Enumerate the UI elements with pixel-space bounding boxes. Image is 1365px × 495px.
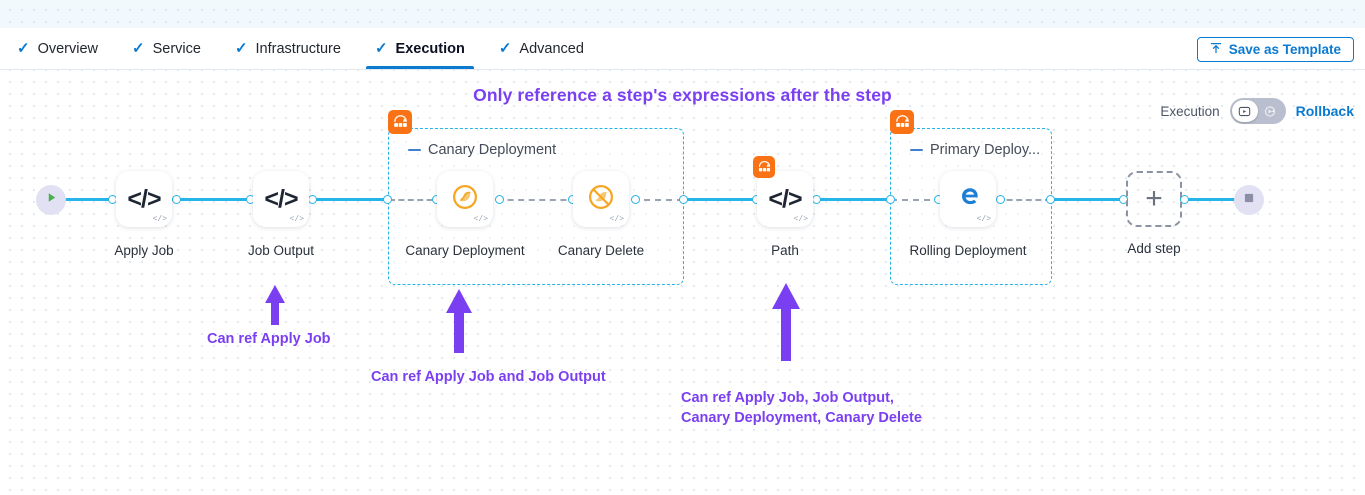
annotation-2: Can ref Apply Job and Job Output — [371, 369, 606, 385]
node-label-rolling-deployment: Rolling Deployment — [909, 243, 1027, 258]
port-rolling-out[interactable] — [996, 195, 1005, 204]
node-label-path: Path — [771, 243, 799, 258]
edge-start-apply — [62, 198, 119, 201]
tab-label: Execution — [395, 40, 465, 57]
play-icon — [45, 191, 58, 209]
node-label-canary-delete: Canary Delete — [557, 243, 645, 258]
step-group-canary-deployment[interactable]: Canary Deployment — [388, 110, 684, 285]
tab-label: Service — [152, 40, 201, 57]
node-label-job-output: Job Output — [247, 243, 315, 258]
code-icon: </> — [264, 184, 298, 213]
check-icon: ✓ — [234, 40, 248, 57]
edge-canary-canarydelete — [497, 199, 577, 201]
annotation-3: Can ref Apply Job, Job Output, Canary De… — [681, 390, 922, 426]
save-as-template-button[interactable]: Save as Template — [1196, 37, 1354, 62]
tab-label: Infrastructure — [255, 40, 341, 57]
tab-execution[interactable]: ✓ Execution — [358, 28, 482, 69]
node-canary-delete[interactable]: </> — [573, 171, 629, 227]
mode-toggle[interactable] — [1229, 98, 1286, 124]
check-icon: ✓ — [17, 40, 30, 57]
port-group1-out[interactable] — [679, 195, 688, 204]
check-icon: ✓ — [132, 40, 145, 57]
execution-play-icon[interactable] — [1231, 100, 1258, 122]
port-canary-out[interactable] — [495, 195, 504, 204]
node-rolling-deployment[interactable]: </> — [940, 171, 996, 227]
rollback-link[interactable]: Rollback — [1295, 103, 1354, 119]
port-group2-out[interactable] — [1046, 195, 1055, 204]
tab-label: Advanced — [519, 40, 584, 57]
edge-group1-path — [682, 198, 760, 201]
edge-group2-addstep — [1050, 198, 1128, 201]
canary-bird-icon — [450, 182, 480, 217]
port-apply-out[interactable] — [172, 195, 181, 204]
execution-label: Execution — [1160, 103, 1220, 119]
annotation-1: Can ref Apply Job — [207, 331, 331, 347]
step-group-title-row[interactable]: Canary Deployment — [408, 142, 556, 158]
node-label-apply-job: Apply Job — [114, 243, 174, 258]
step-group-icon — [753, 156, 775, 178]
rollback-icon[interactable] — [1258, 100, 1284, 122]
code-icon: </> — [768, 184, 802, 213]
node-job-output[interactable]: </> </> — [253, 171, 309, 227]
code-badge: </> — [976, 215, 991, 224]
collapse-icon[interactable] — [910, 148, 923, 152]
step-group-icon — [890, 110, 914, 134]
node-path[interactable]: </> </> — [753, 156, 813, 227]
add-step-button[interactable]: + — [1126, 171, 1182, 227]
save-template-icon — [1210, 42, 1222, 57]
tab-overview[interactable]: ✓ Overview — [0, 28, 115, 69]
code-badge: </> — [793, 215, 808, 224]
edge-group1-canary — [389, 199, 442, 201]
step-group-icon — [388, 110, 412, 134]
code-badge: </> — [289, 215, 304, 224]
execution-rollback-switch: Execution Rollback — [1160, 98, 1354, 124]
port-path-out[interactable] — [812, 195, 821, 204]
stage-tab-bar: ✓ Overview ✓ Service ✓ Infrastructure ✓ … — [0, 28, 1365, 70]
tab-advanced[interactable]: ✓ Advanced — [482, 28, 601, 69]
node-label-canary-deployment: Canary Deployment — [405, 243, 525, 258]
collapse-icon[interactable] — [408, 148, 421, 152]
save-as-template-label: Save as Template — [1228, 42, 1341, 57]
page-headline: Only reference a step's expressions afte… — [473, 85, 892, 105]
code-icon: </> — [127, 184, 161, 213]
code-badge: </> — [609, 215, 624, 224]
node-apply-job[interactable]: </> </> — [116, 171, 172, 227]
port-group2-in[interactable] — [886, 195, 895, 204]
port-joboutput-out[interactable] — [308, 195, 317, 204]
edge-path-group2 — [812, 198, 892, 201]
edge-rolling-groupend — [997, 199, 1051, 201]
start-node[interactable] — [36, 185, 66, 215]
edge-group2-rolling — [891, 199, 941, 201]
port-canarydelete-out[interactable] — [631, 195, 640, 204]
edge-joboutput-group1 — [308, 198, 390, 201]
edge-canarydelete-groupend — [633, 199, 683, 201]
step-group-title-row[interactable]: Primary Deploy... — [910, 142, 1040, 158]
edge-addstep-end — [1180, 198, 1240, 201]
tab-infrastructure[interactable]: ✓ Infrastructure — [218, 28, 358, 69]
rolling-deployment-icon — [953, 182, 983, 217]
canary-delete-icon — [586, 182, 616, 217]
plus-icon: + — [1145, 182, 1163, 215]
end-node[interactable] — [1234, 185, 1264, 215]
tab-service[interactable]: ✓ Service — [115, 28, 218, 69]
step-group-title: Primary Deploy... — [930, 142, 1041, 158]
stop-icon — [1243, 191, 1255, 209]
node-canary-deployment[interactable]: </> — [437, 171, 493, 227]
add-step-label: Add step — [1127, 241, 1181, 256]
edge-apply-joboutput — [172, 198, 256, 201]
canvas-top-strip — [0, 0, 1365, 28]
tab-label: Overview — [37, 40, 99, 57]
code-badge: </> — [152, 215, 167, 224]
port-group1-in[interactable] — [383, 195, 392, 204]
step-group-title: Canary Deployment — [428, 142, 557, 158]
check-icon: ✓ — [498, 40, 512, 57]
code-badge: </> — [473, 215, 488, 224]
check-icon: ✓ — [374, 40, 388, 57]
